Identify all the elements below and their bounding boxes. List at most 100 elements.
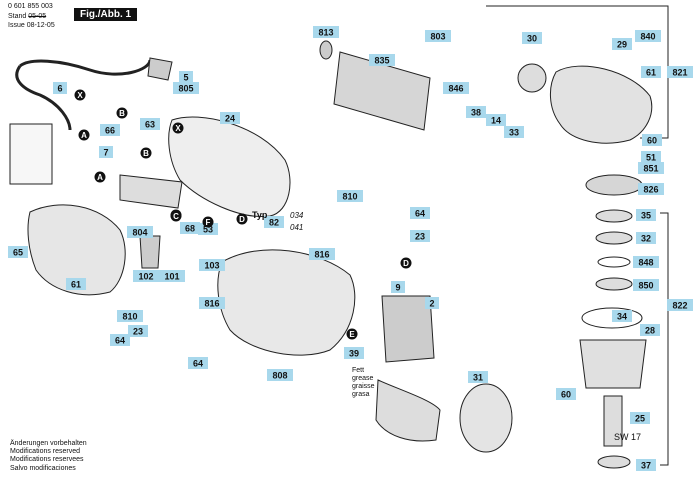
part-number-label-bg bbox=[173, 82, 199, 94]
ring-848-shape bbox=[597, 256, 631, 268]
diagram-note-typ-label: Typ bbox=[252, 210, 268, 220]
part-number-label-bg bbox=[522, 32, 542, 44]
part-number-label: 63 bbox=[145, 120, 155, 130]
gear-housing-shape bbox=[550, 65, 653, 144]
part-number-label-bg bbox=[267, 369, 293, 381]
part-number-label-bg bbox=[199, 259, 225, 271]
note-de: Änderungen vorbehalten bbox=[10, 440, 87, 447]
part-number-label-bg bbox=[638, 162, 664, 174]
part-number-label-bg bbox=[309, 248, 335, 260]
part-number-label: 25 bbox=[635, 414, 645, 424]
part-number-label: 23 bbox=[133, 327, 143, 337]
callout-marker bbox=[346, 328, 358, 340]
part-number-label-bg bbox=[630, 412, 650, 424]
gear-wheel-shape bbox=[517, 63, 547, 93]
note-en: Modifications reserved bbox=[10, 448, 81, 456]
part-number-label: 810 bbox=[342, 192, 357, 202]
part-number-label-bg bbox=[188, 357, 208, 369]
bracket-822 bbox=[660, 212, 669, 466]
part-number-label-bg bbox=[468, 371, 488, 383]
part-number-label: 804 bbox=[132, 228, 147, 238]
part-number-label-bg bbox=[667, 66, 693, 78]
part-number-label: 846 bbox=[448, 84, 463, 94]
ring-35-shape bbox=[595, 209, 633, 223]
field-coil-shape bbox=[381, 295, 435, 363]
cable-loop-shape bbox=[15, 65, 72, 131]
callout-marker bbox=[236, 213, 248, 225]
callout-marker bbox=[74, 89, 86, 101]
part-number-label-bg bbox=[66, 278, 86, 290]
callout-marker bbox=[202, 216, 214, 228]
part-number-label: 6 bbox=[57, 84, 62, 94]
part-number-label: 68 bbox=[185, 224, 195, 234]
part-number-label-bg bbox=[612, 310, 632, 322]
part-number-label-bg bbox=[633, 279, 659, 291]
part-number-label-bg bbox=[117, 310, 143, 322]
part-number-label: 60 bbox=[647, 136, 657, 146]
diagram-note-typ-041: 041 bbox=[290, 223, 303, 232]
part-number-label-bg bbox=[636, 232, 656, 244]
part-number-label: 2 bbox=[429, 299, 434, 309]
part-number-label-bg bbox=[636, 209, 656, 221]
part-number-label: 848 bbox=[638, 258, 653, 268]
ring-850-shape bbox=[595, 277, 633, 291]
part-drawings bbox=[9, 5, 669, 469]
callout-marker bbox=[140, 147, 152, 159]
part-number-label: 7 bbox=[103, 148, 108, 158]
part-number-label-bg bbox=[504, 126, 524, 138]
issue-label: Issue 08-12-05 bbox=[8, 22, 55, 29]
part-number-label-bg bbox=[179, 71, 193, 83]
callout-letter: B bbox=[119, 109, 125, 118]
diagram-note-sw-label: SW 17 bbox=[614, 432, 641, 442]
callout-letter: F bbox=[206, 218, 211, 227]
part-number-label: 808 bbox=[272, 371, 287, 381]
part-number-label: 37 bbox=[641, 461, 651, 471]
note-fr: Modifications reservees bbox=[10, 456, 84, 464]
part-number-label-bg bbox=[199, 297, 225, 309]
part-number-label-bg bbox=[264, 216, 284, 228]
note-es: Salvo modificaciones bbox=[10, 464, 76, 472]
part-number-label: 64 bbox=[415, 209, 425, 219]
part-number-label: 101 bbox=[164, 272, 179, 282]
part-number-label-bg bbox=[641, 151, 661, 163]
part-number-label: 34 bbox=[617, 312, 627, 322]
part-number-label: 31 bbox=[473, 373, 483, 383]
part-number-label: 840 bbox=[640, 32, 655, 42]
callout-marker bbox=[116, 107, 128, 119]
part-number-label: 64 bbox=[115, 336, 125, 346]
part-number-label-bg bbox=[198, 223, 218, 235]
part-number-label-bg bbox=[667, 299, 693, 311]
part-number-label-bg bbox=[133, 270, 159, 282]
diagram-note-typ-034: 034 bbox=[290, 211, 304, 220]
part-number-label-bg bbox=[633, 256, 659, 268]
air-guide-shape bbox=[459, 383, 513, 453]
lever-shape bbox=[139, 235, 161, 269]
callout-letter: C bbox=[173, 212, 179, 221]
ring-32-shape bbox=[595, 231, 633, 245]
part-number-label-bg bbox=[410, 230, 430, 242]
part-number-label: 805 bbox=[178, 84, 193, 94]
part-number-label-bg bbox=[140, 118, 160, 130]
callout-letter: X bbox=[175, 124, 181, 133]
part-number-label-bg bbox=[344, 347, 364, 359]
diagram-note-grease-4: grasa bbox=[352, 391, 370, 398]
part-number-label: 82 bbox=[269, 218, 279, 228]
figure-title: Fig./Abb. 1 bbox=[74, 8, 138, 21]
part-number-label: 32 bbox=[641, 234, 651, 244]
part-number-label: 38 bbox=[471, 108, 481, 118]
part-number-label: 39 bbox=[349, 349, 359, 359]
part-number-label-bg bbox=[100, 124, 120, 136]
part-number-label-bg bbox=[425, 297, 439, 309]
part-number-label: 51 bbox=[646, 153, 656, 163]
callout-letter: X bbox=[77, 91, 83, 100]
part-number-label-bg bbox=[612, 38, 632, 50]
part-number-label-bg bbox=[8, 246, 28, 258]
part-number-label: 30 bbox=[527, 34, 537, 44]
callout-marker bbox=[400, 257, 412, 269]
part-number-label-bg bbox=[220, 112, 240, 124]
clamp-detail-box bbox=[9, 123, 53, 185]
callout-marker bbox=[170, 210, 182, 222]
